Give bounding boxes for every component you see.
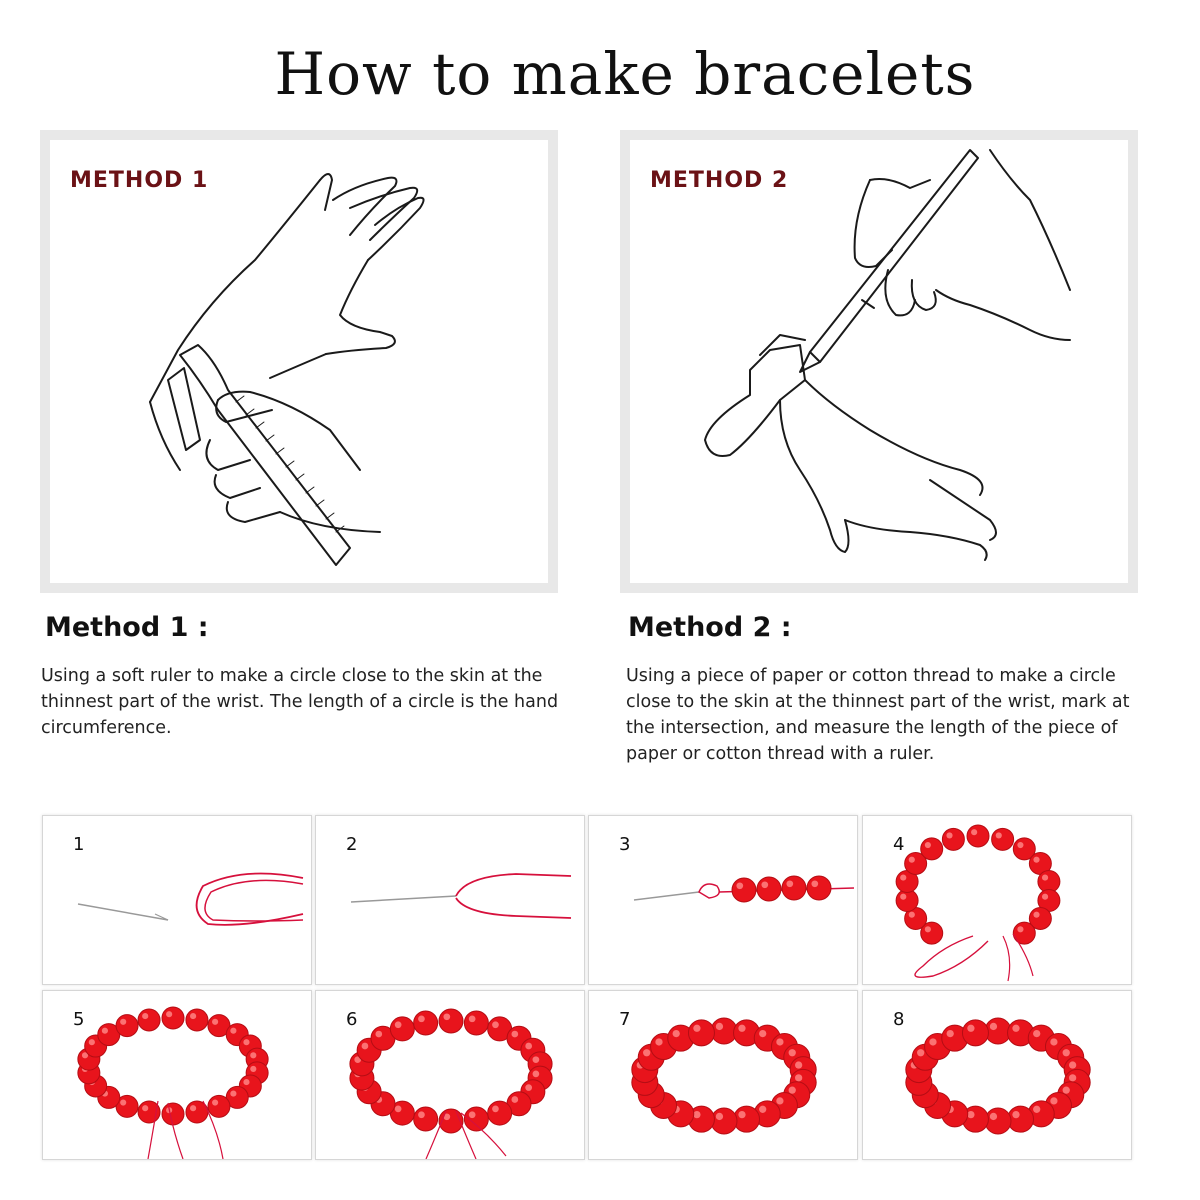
step-number: 2 xyxy=(346,834,358,855)
step-number: 1 xyxy=(73,834,85,855)
hand-with-soft-ruler-drawing xyxy=(149,173,425,566)
step-7-beading-photo xyxy=(631,1017,817,1135)
step-8-panel: 8 xyxy=(862,990,1132,1160)
step-number: 3 xyxy=(619,834,631,855)
page-title: How to make bracelets xyxy=(274,40,976,108)
step-3-panel: 3 xyxy=(588,815,858,985)
method-1-illustration: METHOD 1 xyxy=(50,140,548,583)
method-1-heading: Method 1 : xyxy=(45,612,209,643)
step-1-panel: 1 xyxy=(42,815,312,985)
step-4-panel: 4 xyxy=(862,815,1132,985)
step-3-beading-photo xyxy=(633,875,855,903)
step-2-panel: 2 xyxy=(315,815,585,985)
method-2-tag: METHOD 2 xyxy=(650,168,789,193)
step-5-beading-photo xyxy=(77,1006,269,1159)
step-8-beading-photo xyxy=(905,1017,1091,1135)
step-5-panel: 5 xyxy=(42,990,312,1160)
method-1-description: Using a soft ruler to make a circle clos… xyxy=(41,666,559,738)
hand-with-paper-and-pen-drawing xyxy=(704,149,1071,561)
method-2-illustration-frame: METHOD 2 xyxy=(620,130,1138,593)
step-number: 8 xyxy=(893,1009,905,1030)
step-1-beading-photo xyxy=(77,872,304,926)
step-number: 4 xyxy=(893,834,905,855)
method-2-illustration: METHOD 2 xyxy=(630,140,1128,583)
step-number: 5 xyxy=(73,1009,85,1030)
method-1-tag: METHOD 1 xyxy=(70,168,209,193)
step-2-beading-photo xyxy=(350,873,572,919)
method-2-heading: Method 2 : xyxy=(628,612,792,643)
step-number: 6 xyxy=(346,1009,358,1030)
step-7-panel: 7 xyxy=(588,990,858,1160)
step-6-beading-photo xyxy=(349,1008,553,1159)
step-6-panel: 6 xyxy=(315,990,585,1160)
step-number: 7 xyxy=(619,1009,631,1030)
method-1-illustration-frame: METHOD 1 xyxy=(40,130,558,593)
method-2-description: Using a piece of paper or cotton thread … xyxy=(626,666,1130,764)
step-4-beading-photo xyxy=(895,824,1061,982)
